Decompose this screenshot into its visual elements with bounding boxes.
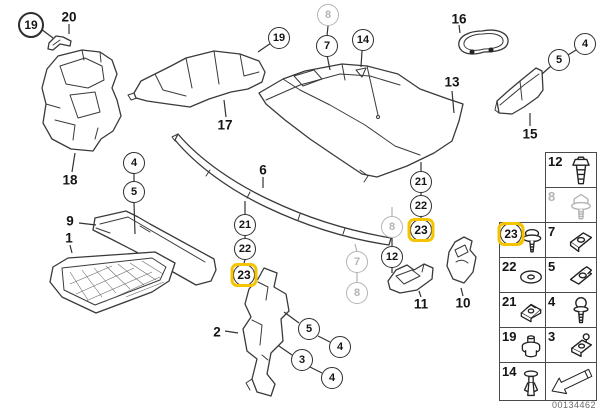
- highlight-box: 23: [497, 222, 525, 246]
- part-6-drawing: [171, 133, 392, 246]
- part-20-drawing: [47, 35, 72, 51]
- legend-cell-22[interactable]: 22: [499, 257, 546, 293]
- part-label-16: 16: [451, 11, 467, 27]
- direction-arrow-icon: [548, 366, 594, 397]
- diagram-id: 00134462: [551, 400, 596, 410]
- callout-circle-7[interactable]: 7: [316, 35, 338, 57]
- callout-circle-5[interactable]: 5: [123, 181, 145, 203]
- callout-circle-4[interactable]: 4: [123, 152, 145, 174]
- callout-circle-7-dimmed: 7: [346, 251, 368, 273]
- expansion-rivet-icon: [518, 368, 544, 399]
- legend-cell-19[interactable]: 19: [499, 327, 546, 363]
- highlighted-callout-23[interactable]: 23: [229, 261, 259, 289]
- legend-num: 7: [548, 224, 556, 239]
- part-label-1: 1: [65, 230, 73, 246]
- part-1-drawing: [49, 251, 176, 314]
- legend-num: 12: [548, 154, 563, 169]
- legend-num: 8: [548, 189, 556, 204]
- callout-circle-4[interactable]: 4: [329, 336, 351, 358]
- callout-circle-14[interactable]: 14: [352, 29, 374, 51]
- part-2-drawing: [242, 267, 290, 397]
- legend-num: 3: [548, 329, 556, 344]
- part-label-17: 17: [217, 117, 233, 133]
- clip-nut-icon: [567, 261, 595, 291]
- highlighted-callout-23[interactable]: 23: [406, 216, 436, 244]
- callout-circle-8-dimmed: 8: [381, 216, 403, 238]
- part-10-drawing: [446, 236, 477, 284]
- leader-lines: [40, 24, 577, 374]
- legend-cell-4[interactable]: 4: [545, 292, 597, 328]
- part-15-drawing: [494, 67, 544, 115]
- part-label-20: 20: [61, 9, 77, 25]
- part-label-2: 2: [213, 324, 221, 340]
- legend-cell-12[interactable]: 12: [545, 152, 597, 188]
- legend-num: 14: [502, 364, 517, 379]
- highlight-box: 23: [407, 218, 435, 242]
- spring-clip-icon: [567, 226, 595, 256]
- part-label-13: 13: [444, 74, 460, 90]
- washer-screw-icon: [519, 226, 545, 256]
- part-16-drawing: [458, 29, 509, 55]
- highlighted-callout-23[interactable]: 23: [496, 220, 526, 248]
- legend-cell-7[interactable]: 7: [545, 222, 597, 258]
- legend-cell-21[interactable]: 21: [499, 292, 546, 328]
- legend-num: 5: [548, 259, 556, 274]
- callout-circle-4[interactable]: 4: [574, 33, 596, 55]
- legend-num: 22: [502, 259, 517, 274]
- callout-circle-5[interactable]: 5: [298, 318, 320, 340]
- highlight-box: 23: [230, 263, 258, 287]
- washer-icon: [518, 266, 544, 288]
- legend-num: 4: [548, 294, 556, 309]
- callout-circle-5[interactable]: 5: [548, 49, 570, 71]
- legend-cell-8[interactable]: 8: [545, 187, 597, 223]
- part-11-drawing: [387, 263, 434, 294]
- expanding-rivet-icon: [567, 156, 595, 186]
- callout-circle-22[interactable]: 22: [410, 195, 432, 217]
- part-label-15: 15: [522, 126, 538, 142]
- callout-circle-4[interactable]: 4: [321, 367, 343, 389]
- part-9-drawing: [92, 210, 217, 286]
- callout-circle-3[interactable]: 3: [291, 349, 313, 371]
- legend-num: 21: [502, 294, 517, 309]
- part-18-drawing: [41, 49, 122, 152]
- part-label-10: 10: [455, 295, 471, 311]
- callout-circle-12[interactable]: 12: [381, 246, 403, 268]
- legend-cell-14[interactable]: 14: [499, 362, 546, 401]
- callout-circle-19[interactable]: 19: [268, 27, 290, 49]
- callout-circle-19[interactable]: 19: [18, 12, 44, 38]
- callout-circle-8-dimmed: 8: [317, 4, 339, 26]
- callout-circle-8-dimmed: 8: [346, 282, 368, 304]
- legend-cell-5[interactable]: 5: [545, 257, 597, 293]
- fastener-legend-table: 12 8 7 5 4: [499, 152, 597, 410]
- pan-screw-icon: [567, 296, 595, 326]
- part-13-drawing: [258, 63, 464, 183]
- cage-clip-icon: [518, 298, 544, 326]
- hex-screw-icon: [567, 191, 595, 221]
- part-label-18: 18: [62, 172, 78, 188]
- legend-cell-3[interactable]: 3: [545, 327, 597, 363]
- part-17-drawing: [127, 50, 266, 108]
- callout-circle-21[interactable]: 21: [234, 214, 256, 236]
- clamp-screw-icon: [567, 331, 595, 361]
- part-label-6: 6: [259, 162, 267, 178]
- callout-circle-22[interactable]: 22: [234, 238, 256, 260]
- legend-num: 19: [502, 329, 517, 344]
- legend-cell-arrow[interactable]: [545, 362, 597, 401]
- callout-circle-21[interactable]: 21: [410, 171, 432, 193]
- part-label-11: 11: [413, 296, 429, 312]
- part-label-9: 9: [66, 213, 74, 229]
- grommet-icon: [518, 333, 544, 361]
